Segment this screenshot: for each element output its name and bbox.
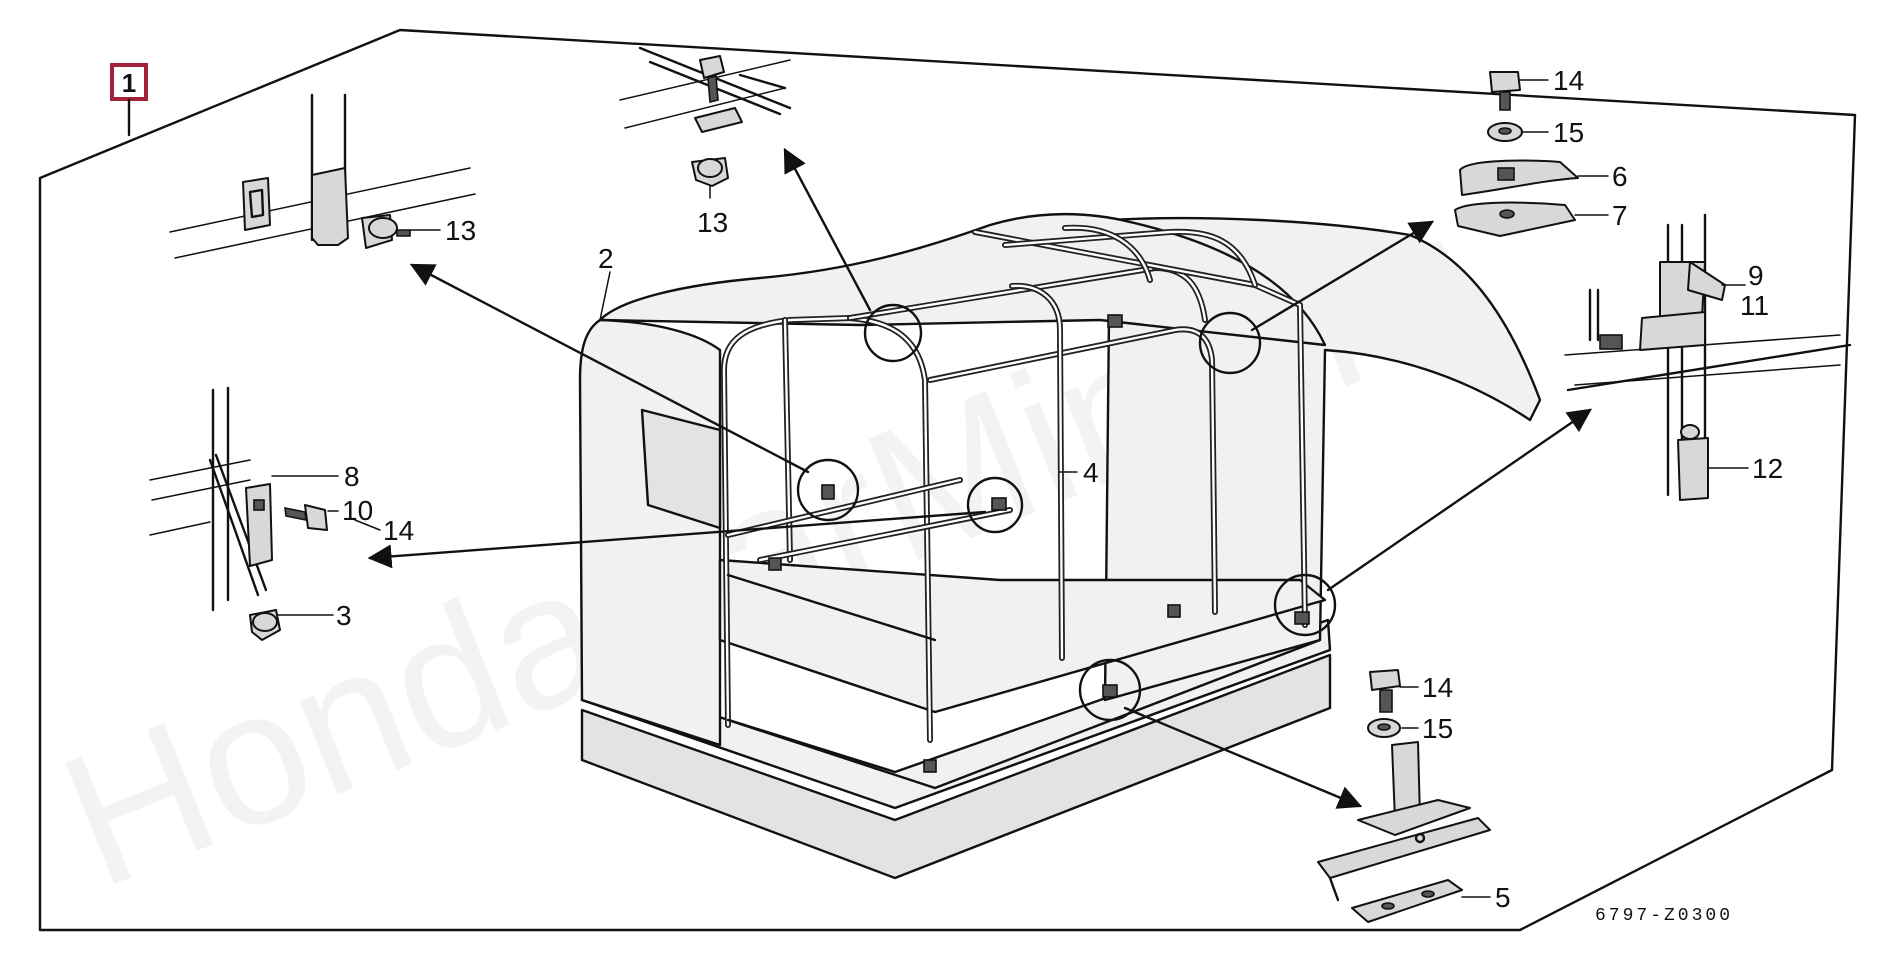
washer-15b[interactable] bbox=[1367, 718, 1401, 738]
detail-top-center bbox=[619, 46, 792, 187]
canopy-assembly bbox=[578, 212, 1542, 880]
frame-bracket bbox=[821, 484, 835, 500]
assembly-frame bbox=[38, 28, 1857, 932]
rail-mount bbox=[1317, 741, 1491, 902]
callout-9[interactable]: 9 bbox=[1748, 260, 1764, 291]
detail-arrows bbox=[367, 147, 1592, 809]
callout-14-upper-right[interactable]: 14 bbox=[1553, 65, 1584, 96]
side-bracket-9-11[interactable] bbox=[1639, 261, 1726, 351]
bracket-8[interactable] bbox=[245, 483, 273, 567]
frame-bracket bbox=[1167, 604, 1181, 618]
detail-ring-side[interactable] bbox=[796, 458, 860, 522]
callout-4[interactable]: 4 bbox=[1083, 457, 1099, 488]
detail-ring-inner[interactable] bbox=[966, 476, 1024, 534]
assembly-number: 1 bbox=[122, 68, 136, 98]
callout-13-upper-left[interactable]: 13 bbox=[445, 215, 476, 246]
base-rail-side bbox=[726, 573, 937, 642]
wing-nut-13b[interactable] bbox=[691, 157, 729, 187]
frame-bracket bbox=[1102, 684, 1118, 698]
wing-nut-3[interactable] bbox=[249, 609, 281, 641]
bolt-top-center bbox=[699, 55, 725, 104]
rail-plate-5[interactable] bbox=[1351, 879, 1463, 923]
clamp-upper-6[interactable] bbox=[1459, 159, 1579, 196]
callout-8[interactable]: 8 bbox=[344, 461, 360, 492]
frame-bracket bbox=[768, 557, 782, 571]
clamp-lower-7[interactable] bbox=[1454, 201, 1576, 237]
frame-bracket bbox=[1294, 611, 1310, 625]
callout-15-bottom-right[interactable]: 15 bbox=[1422, 713, 1453, 744]
base-rail-front bbox=[726, 638, 1322, 790]
detail-upper-left bbox=[169, 93, 476, 259]
washer-15a[interactable] bbox=[1487, 122, 1523, 142]
callout-5[interactable]: 5 bbox=[1495, 882, 1511, 913]
callout-11[interactable]: 11 bbox=[1740, 290, 1769, 321]
callout-12[interactable]: 12 bbox=[1752, 453, 1783, 484]
frame-bows bbox=[721, 224, 1308, 743]
frame-bracket bbox=[991, 497, 1007, 511]
callout-10[interactable]: 10 bbox=[342, 495, 373, 526]
bolt-10[interactable] bbox=[284, 504, 328, 531]
canopy-floor bbox=[718, 558, 1327, 714]
bolt-14a[interactable] bbox=[1489, 71, 1521, 111]
diagram-code: 6797-Z0300 bbox=[1595, 906, 1733, 926]
detail-ring-top-left[interactable] bbox=[863, 303, 923, 363]
side-window bbox=[640, 408, 722, 530]
callout-2[interactable]: 2 bbox=[598, 243, 614, 274]
strap-buckle bbox=[1599, 334, 1623, 350]
callout-15-upper-right[interactable]: 15 bbox=[1553, 117, 1584, 148]
base-skirt bbox=[580, 653, 1332, 880]
detail-ring-rear[interactable] bbox=[1273, 573, 1337, 637]
leader-lines bbox=[271, 79, 1749, 898]
wing-nut-13a[interactable] bbox=[361, 214, 411, 249]
detail-ring-front[interactable] bbox=[1078, 658, 1142, 722]
callout-14-left[interactable]: 14 bbox=[383, 515, 414, 546]
detail-bottom-right bbox=[1317, 669, 1491, 923]
callout-13-top-center[interactable]: 13 bbox=[697, 207, 728, 238]
detail-ring-top-right[interactable] bbox=[1198, 311, 1262, 375]
assembly-label-box[interactable]: 1 bbox=[110, 63, 148, 101]
callout-7[interactable]: 7 bbox=[1612, 200, 1628, 231]
callout-labels: 13 13 2 4 8 10 14 3 14 15 6 7 9 11 12 14… bbox=[336, 65, 1783, 913]
callout-6[interactable]: 6 bbox=[1612, 161, 1628, 192]
strap-12[interactable] bbox=[1677, 424, 1709, 501]
bolt-14c[interactable] bbox=[1369, 669, 1401, 713]
callout-3[interactable]: 3 bbox=[336, 600, 352, 631]
detail-upper-right bbox=[1454, 71, 1579, 237]
frame-bracket bbox=[923, 759, 937, 773]
detail-left bbox=[149, 386, 328, 641]
frame-bracket bbox=[1107, 314, 1123, 328]
detail-right bbox=[1564, 213, 1852, 501]
callout-14-bottom-right[interactable]: 14 bbox=[1422, 672, 1453, 703]
